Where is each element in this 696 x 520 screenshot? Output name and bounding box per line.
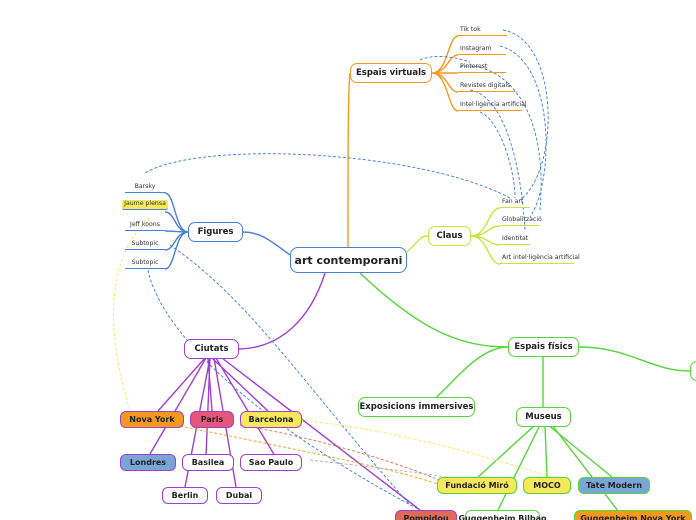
link-figures-items bbox=[164, 192, 189, 270]
dash-link-figure-city bbox=[169, 244, 411, 506]
leaf-jeff-koons[interactable]: Jeff koons bbox=[125, 221, 165, 231]
dash-link-virtuals-ev bbox=[419, 56, 471, 63]
leaf-fan-art[interactable]: Fan art bbox=[500, 198, 530, 208]
root-topic[interactable]: art contemporani bbox=[290, 247, 407, 273]
dash-link-grey bbox=[309, 459, 511, 491]
leaf-tiktok[interactable]: Tik tok bbox=[458, 26, 507, 36]
leaf-instagram[interactable]: Instagram bbox=[458, 45, 506, 55]
branch-ciutats[interactable]: Ciutats bbox=[184, 339, 239, 359]
link-ef-right bbox=[578, 346, 691, 372]
dash-link-fanart bbox=[144, 153, 511, 199]
city-sao-paulo[interactable]: Sao Paulo bbox=[240, 454, 302, 471]
leaf-revistes-digitals[interactable]: Revistes digitals bbox=[458, 82, 515, 92]
leaf-subtopic-2[interactable]: Subtopic bbox=[125, 259, 165, 269]
link-root-claus bbox=[406, 235, 429, 253]
city-londres[interactable]: Londres bbox=[120, 454, 176, 471]
link-root-ciutats bbox=[238, 272, 326, 350]
dash-link-pinterest bbox=[459, 65, 542, 211]
city-paris[interactable]: Paris bbox=[190, 411, 234, 428]
city-berlin[interactable]: Berlin bbox=[162, 487, 208, 504]
dash-link-ia bbox=[479, 111, 516, 199]
link-ev-items bbox=[431, 35, 459, 112]
city-barcelona[interactable]: Barcelona bbox=[240, 411, 302, 428]
branch-claus[interactable]: Claus bbox=[428, 226, 471, 246]
museum-fundacio-miro[interactable]: Fundació Miró bbox=[437, 477, 517, 494]
branch-espais-fisics-right[interactable] bbox=[690, 361, 696, 381]
branch-figures[interactable]: Figures bbox=[188, 222, 243, 242]
branch-espais-fisics[interactable]: Espais físics bbox=[508, 337, 579, 357]
museum-guggenheim-nova-york[interactable]: Guggenheim Nova York bbox=[574, 510, 692, 520]
link-claus-items bbox=[470, 207, 501, 265]
link-root-espais-fisics bbox=[359, 272, 509, 348]
leaf-identitat[interactable]: Identitat bbox=[500, 235, 530, 245]
leaf-barsky[interactable]: Barsky bbox=[125, 183, 165, 193]
dash-link-orange bbox=[174, 424, 441, 486]
link-root-figures bbox=[242, 231, 291, 256]
dash-link-tiktok bbox=[502, 29, 549, 201]
museum-moco[interactable]: MOCO bbox=[523, 477, 571, 494]
leaf-ia-virtual[interactable]: Intel·ligència artificial bbox=[458, 101, 527, 111]
branch-espais-virtuals[interactable]: Espais virtuals bbox=[350, 63, 432, 83]
dash-link-red bbox=[239, 424, 451, 486]
leaf-pinterest[interactable]: Pinterest bbox=[458, 63, 506, 73]
dash-link-yellow2 bbox=[299, 419, 561, 481]
museum-guggenheim-bilbao[interactable]: Guggenheim Bilbao bbox=[458, 510, 547, 520]
link-museus-items bbox=[477, 424, 623, 517]
museum-tate-modern[interactable]: Tate Modern bbox=[578, 477, 650, 494]
dash-link-insta bbox=[499, 45, 547, 218]
leaf-subtopic-1[interactable]: Subtopic bbox=[125, 240, 165, 250]
leaf-art-ia[interactable]: Art intel·ligència artificial bbox=[500, 254, 580, 264]
city-basilea[interactable]: Basilea bbox=[182, 454, 234, 471]
leaf-jaume-plensa[interactable]: Jaume plensa bbox=[122, 200, 168, 210]
leaf-globalitzacio[interactable]: Globalització bbox=[500, 216, 542, 226]
city-dubai[interactable]: Dubai bbox=[216, 487, 262, 504]
dash-link-figure-pompidou bbox=[147, 269, 421, 511]
link-root-espais-virtuals bbox=[347, 72, 351, 248]
city-nova-york[interactable]: Nova York bbox=[120, 411, 184, 428]
node-exposicions-immersives[interactable]: Exposicions immersives bbox=[358, 397, 475, 417]
dash-link-revistes bbox=[469, 89, 526, 231]
node-museus[interactable]: Museus bbox=[516, 407, 571, 427]
node-pompidou[interactable]: Pompidou bbox=[395, 510, 457, 520]
